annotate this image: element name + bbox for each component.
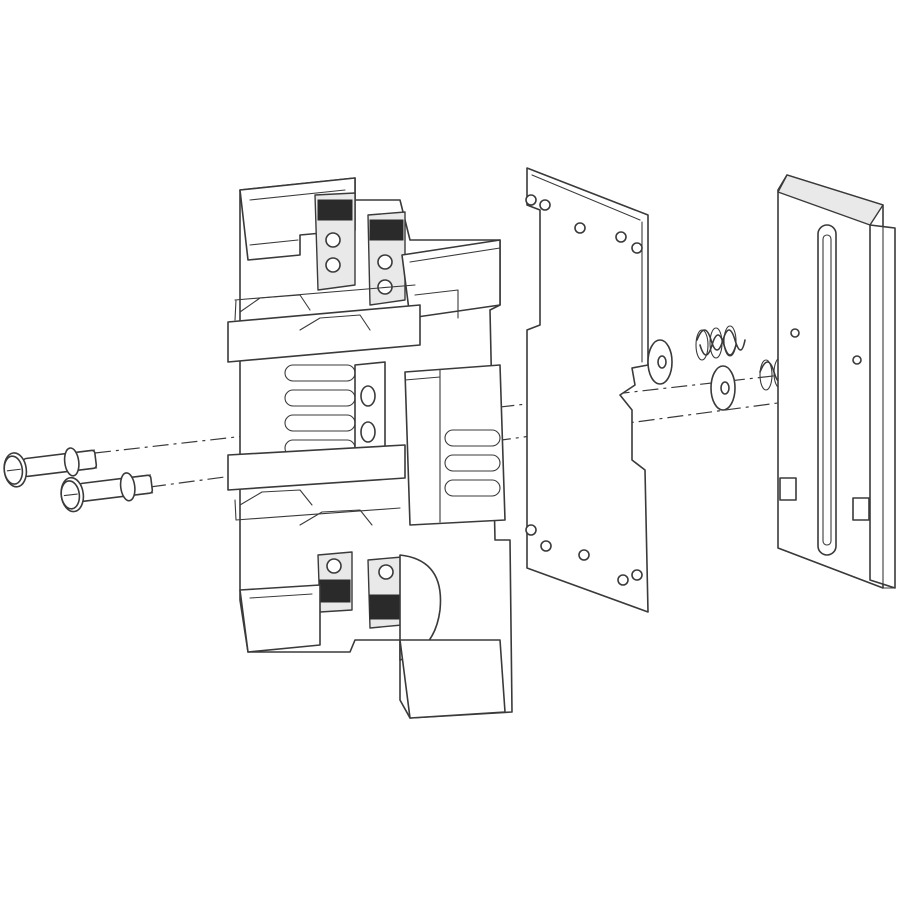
mounting-screw (3, 447, 98, 488)
slotted-backplate (777, 174, 896, 589)
flat-washer (710, 365, 736, 411)
backplate-tab-right (852, 497, 870, 521)
mounting-screw (60, 472, 154, 513)
backplate-slot (817, 224, 837, 556)
backplate-tab-left (779, 477, 797, 501)
compression-spring (695, 325, 746, 361)
mounting-plate (525, 167, 649, 613)
upper-crossbar (227, 304, 421, 363)
flat-washer (647, 339, 673, 385)
front-panel (404, 364, 506, 526)
rib-slots-right (444, 429, 501, 497)
lower-crossbar (227, 444, 406, 491)
breaker-base-housing (227, 177, 513, 719)
